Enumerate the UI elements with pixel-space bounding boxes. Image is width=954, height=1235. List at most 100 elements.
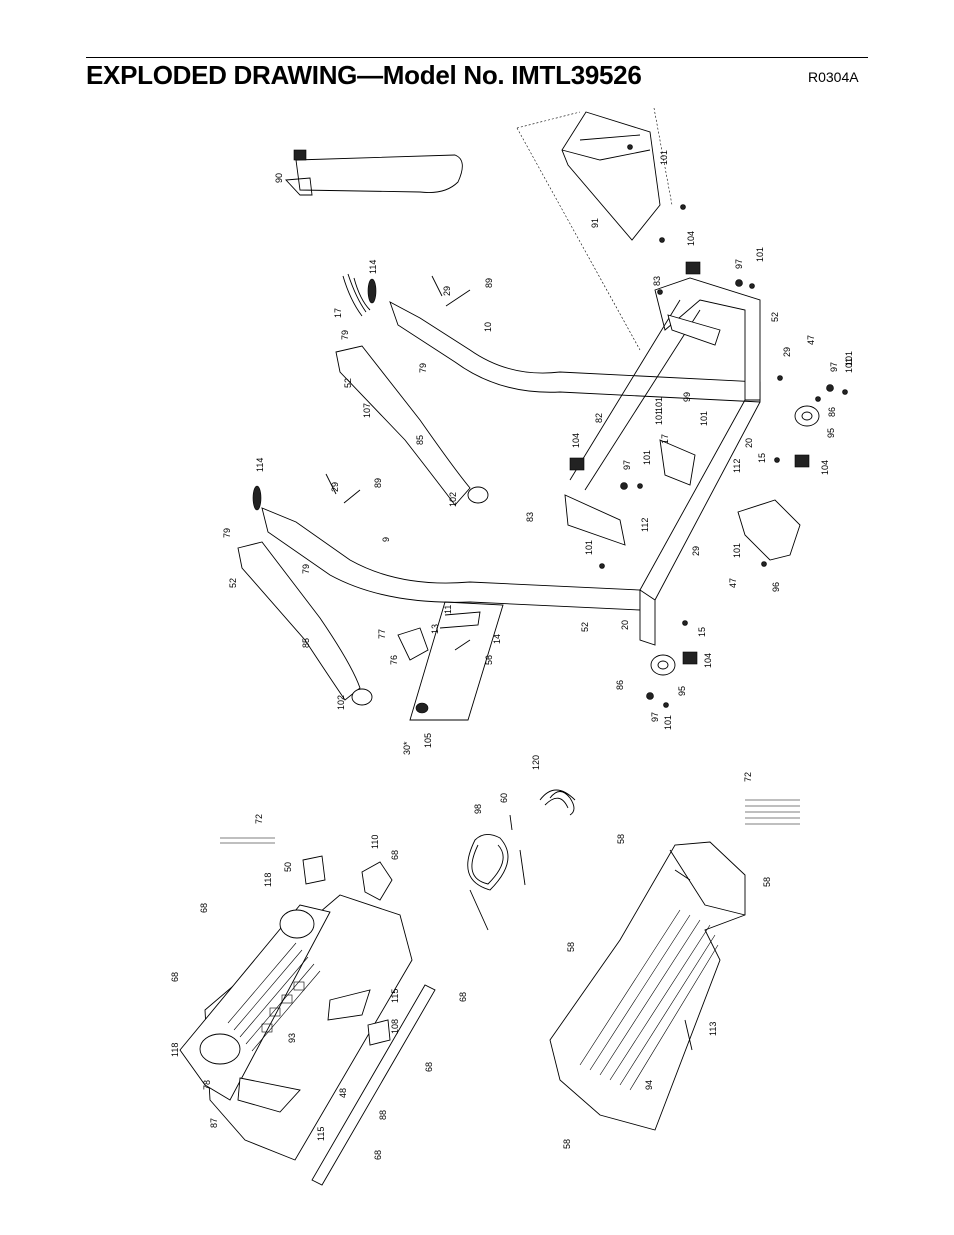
motor-cable	[467, 834, 509, 891]
part-label: 68	[458, 992, 468, 1002]
hood-cover	[549, 841, 746, 1131]
part-label: 110	[370, 835, 380, 849]
part-label: 101	[663, 715, 673, 730]
part-label: 52	[580, 622, 590, 632]
part-label: 85	[415, 435, 425, 445]
part-label: 52	[228, 578, 238, 588]
hood-assembly	[549, 841, 746, 1131]
part-label: 102	[336, 695, 346, 710]
part-label: 9	[381, 537, 391, 542]
header-rule	[86, 57, 868, 58]
console-crossbar	[311, 984, 436, 1186]
part-label: 112	[640, 518, 650, 532]
part-label: 113	[708, 1022, 718, 1036]
part-label: 60	[499, 793, 509, 803]
part-label: 86	[615, 680, 625, 690]
part-label: 17	[660, 434, 670, 444]
part-label: 114	[255, 458, 265, 472]
part-label: 79	[418, 363, 428, 373]
part-label: 47	[806, 335, 816, 345]
part-label: 115	[390, 989, 400, 1003]
part-label: 58	[616, 834, 626, 844]
part-label: 47	[728, 578, 738, 588]
part-label: 68	[390, 850, 400, 860]
part-label: 108	[390, 1019, 400, 1034]
part-label: 58	[562, 1139, 572, 1149]
part-label: 15	[757, 453, 767, 463]
part-label: 48	[338, 1088, 348, 1098]
part-label: 89	[484, 278, 494, 288]
part-label: 101	[654, 410, 664, 425]
part-label: 102	[448, 492, 458, 507]
part-label: 68	[170, 972, 180, 982]
part-label: 96	[771, 582, 781, 592]
part-label: 68	[199, 903, 209, 913]
arm-rail	[295, 154, 463, 193]
part-label: 104	[820, 460, 830, 475]
part-label: 97	[650, 712, 660, 722]
part-label: 95	[826, 428, 836, 438]
part-label: 72	[254, 814, 264, 824]
part-label: 20	[620, 620, 630, 630]
drawing-code: R0304A	[808, 69, 859, 85]
part-label: 68	[373, 1150, 383, 1160]
part-label: 93	[287, 1033, 297, 1043]
motor-hood	[561, 111, 661, 241]
cables	[220, 789, 800, 931]
part-label: 98	[473, 804, 483, 814]
part-label: 83	[652, 276, 662, 286]
part-label: 90	[274, 173, 284, 183]
part-label: 30*	[402, 741, 412, 755]
part-label: 101	[584, 540, 594, 555]
part-label: 101	[755, 247, 765, 262]
part-label: 50	[283, 862, 293, 872]
part-label: 20	[744, 438, 754, 448]
part-label: 114	[368, 260, 378, 274]
part-label: 79	[340, 330, 350, 340]
part-label: 107	[362, 403, 372, 418]
console-assembly	[179, 855, 436, 1186]
upright-right	[389, 301, 761, 403]
part-label: 14	[492, 634, 502, 644]
console-bracket	[361, 861, 393, 901]
part-label: 91	[590, 218, 600, 228]
part-label: 52	[343, 378, 353, 388]
part-label: 104	[571, 433, 581, 448]
part-label: 83	[525, 512, 535, 522]
part-label: 10	[483, 322, 493, 332]
part-label: 97	[734, 259, 744, 269]
part-label: 95	[677, 686, 687, 696]
part-label: 88	[378, 1110, 388, 1120]
part-label: 72	[743, 772, 753, 782]
part-label: 56	[484, 655, 494, 665]
part-label: 118	[170, 1043, 180, 1057]
part-label: 104	[703, 653, 713, 668]
part-label: 76	[389, 655, 399, 665]
inset-detail	[397, 601, 504, 721]
part-label: 101	[732, 543, 742, 558]
upright-extension-right	[335, 345, 471, 506]
part-label: 13	[430, 624, 440, 634]
part-label: 68	[424, 1062, 434, 1072]
part-label: 86	[827, 407, 837, 417]
part-label: 101	[659, 150, 669, 165]
part-label: 77	[377, 629, 387, 639]
part-label: 58	[566, 942, 576, 952]
part-label: 17	[333, 308, 343, 318]
part-label: 94	[644, 1080, 654, 1090]
part-label: 112	[732, 459, 742, 473]
part-label: 79	[222, 528, 232, 538]
part-label: 101	[654, 397, 664, 412]
upright-extension-left	[237, 541, 361, 701]
part-label: 15	[697, 627, 707, 637]
part-label: 104	[686, 231, 696, 246]
wheel-rear-left	[650, 654, 676, 676]
part-label: 120	[531, 755, 541, 770]
part-label: 29	[330, 482, 340, 492]
part-label: 115	[316, 1127, 326, 1141]
part-label: 105	[423, 733, 433, 748]
part-label: 101	[844, 351, 854, 366]
part-label: 97	[622, 460, 632, 470]
page-title: EXPLODED DRAWING—Model No. IMTL39526	[86, 60, 642, 90]
